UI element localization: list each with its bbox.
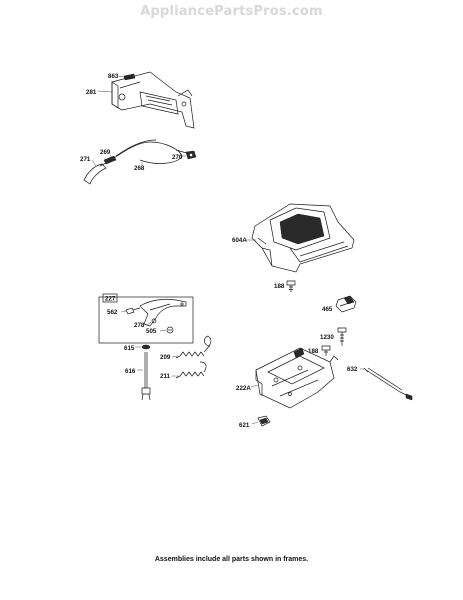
label-621: 621: [239, 422, 250, 429]
label-270: 270: [172, 154, 183, 161]
spring-209[interactable]: [175, 335, 212, 359]
label-616: 616: [125, 368, 136, 375]
nut-505[interactable]: [166, 326, 174, 334]
link-rod-632[interactable]: [363, 367, 413, 401]
screw-188-upper[interactable]: [286, 280, 296, 292]
bolt-562[interactable]: [125, 307, 141, 315]
label-562: 562: [107, 309, 118, 316]
control-bracket-281[interactable]: [111, 71, 195, 129]
nut-278-small[interactable]: [151, 318, 157, 324]
label-615: 615: [124, 345, 135, 352]
cable-end-269[interactable]: [103, 155, 117, 165]
label-211: 211: [160, 373, 171, 380]
label-281: 281: [86, 89, 97, 96]
washer-615[interactable]: [141, 344, 151, 350]
nut-270[interactable]: [185, 150, 197, 160]
label-632: 632: [347, 366, 358, 373]
label-1230: 1230: [320, 334, 334, 341]
label-465: 465: [322, 306, 333, 313]
control-plate-222A[interactable]: [255, 347, 339, 409]
label-188-lower: 188: [308, 348, 319, 355]
assembly-frame-227: [98, 293, 194, 344]
label-268: 268: [134, 165, 145, 172]
label-188-upper: 188: [274, 283, 285, 290]
clip-621[interactable]: [257, 415, 271, 427]
label-222A: 222A: [236, 385, 251, 392]
blower-cover-604A[interactable]: [251, 203, 355, 273]
screw-188-lower[interactable]: [321, 345, 331, 356]
assemblies-note: Assemblies include all parts shown in fr…: [154, 556, 309, 563]
clip-465[interactable]: [335, 295, 357, 313]
throttle-lever-271[interactable]: [83, 161, 109, 185]
site-watermark: AppliancePartsPros.com: [140, 4, 323, 19]
label-863: 863: [108, 73, 119, 80]
label-604A: 604A: [232, 237, 247, 244]
spring-211[interactable]: [175, 361, 207, 379]
label-505: 505: [146, 328, 157, 335]
governor-lever-278[interactable]: [139, 298, 187, 327]
label-227: 227: [105, 296, 116, 303]
label-278: 278: [134, 322, 145, 329]
label-209: 209: [160, 354, 171, 361]
stud-1230[interactable]: [337, 327, 347, 346]
governor-shaft-616[interactable]: [141, 352, 151, 401]
screw-863[interactable]: [123, 73, 136, 81]
label-269: 269: [100, 149, 111, 156]
label-271: 271: [80, 156, 91, 163]
